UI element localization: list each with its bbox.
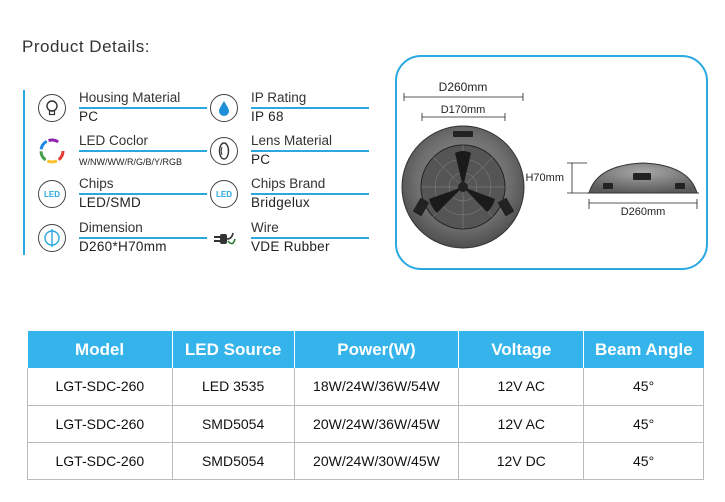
spec-label: LED Coclor	[79, 133, 149, 148]
cell-voltage: 12V AC	[458, 368, 585, 406]
cell-led-source: LED 3535	[172, 368, 295, 406]
cell-model: LGT-SDC-260	[27, 368, 173, 406]
spec-value: W/NW/WW/R/G/B/Y/RGB	[79, 157, 182, 167]
cell-model: LGT-SDC-260	[27, 442, 173, 480]
spec-underline	[79, 193, 207, 195]
spec-value: LED/SMD	[79, 195, 142, 210]
spec-led-color: LED Coclor W/NW/WW/R/G/B/Y/RGB	[38, 133, 218, 173]
spec-dimension: Dimension D260*H70mm	[38, 220, 218, 260]
spec-value: D260*H70mm	[79, 239, 167, 254]
spec-lens-material: Lens Material PC	[210, 133, 390, 173]
header-power: Power(W)	[294, 331, 460, 368]
spec-underline	[79, 150, 207, 152]
side-diameter-label: D260mm	[621, 206, 666, 218]
header-led-source: LED Source	[172, 331, 295, 368]
dimension-drawing: D260mm D170mm H70mm	[401, 80, 699, 249]
dimension-diagram-panel: D260mm D170mm H70mm	[395, 55, 708, 270]
cell-voltage: 12V DC	[458, 442, 585, 480]
spec-label: Lens Material	[251, 133, 333, 148]
spec-label: IP Rating	[251, 90, 307, 105]
spec-underline	[79, 237, 207, 239]
header-beam-angle: Beam Angle	[583, 331, 704, 368]
spec-label: Chips Brand	[251, 176, 326, 191]
spec-label: Dimension	[79, 220, 143, 235]
plug-icon	[210, 224, 238, 252]
spec-value: PC	[79, 109, 99, 124]
header-model: Model	[27, 331, 173, 368]
spec-label: Wire	[251, 220, 279, 235]
water-drop-icon	[210, 94, 238, 122]
spec-chips-brand: LED Chips Brand Bridgelux	[210, 176, 390, 216]
height-label: H70mm	[525, 172, 564, 184]
inner-diameter-label: D170mm	[441, 104, 486, 116]
page-title: Product Details:	[22, 37, 150, 56]
led-icon: LED	[210, 180, 238, 208]
spec-table: Model LED Source Power(W) Voltage Beam A…	[27, 331, 704, 480]
spec-label: Housing Material	[79, 90, 181, 105]
spec-wire: Wire VDE Rubber	[210, 220, 390, 260]
spec-underline	[251, 107, 369, 109]
spec-underline	[251, 237, 369, 239]
cell-led-source: SMD5054	[172, 405, 295, 443]
cell-power: 20W/24W/36W/45W	[294, 405, 460, 443]
dimension-icon	[38, 224, 66, 252]
outer-diameter-label: D260mm	[439, 80, 488, 94]
header-voltage: Voltage	[458, 331, 585, 368]
color-ring-icon	[38, 137, 66, 165]
bulb-icon	[38, 94, 66, 122]
lens-icon	[210, 137, 238, 165]
spec-value: VDE Rubber	[251, 239, 330, 254]
cell-voltage: 12V AC	[458, 405, 585, 443]
cell-beam-angle: 45°	[583, 442, 704, 480]
cell-beam-angle: 45°	[583, 405, 704, 443]
spec-housing-material: Housing Material PC	[38, 90, 218, 130]
spec-chips: LED Chips LED/SMD	[38, 176, 218, 216]
spec-value: PC	[251, 152, 271, 167]
table-row: LGT-SDC-260 SMD5054 20W/24W/30W/45W 12V …	[27, 442, 704, 480]
spec-underline	[251, 150, 369, 152]
spec-underline	[251, 193, 369, 195]
spec-ip-rating: IP Rating IP 68	[210, 90, 390, 130]
spec-label: Chips	[79, 176, 114, 191]
spec-value: IP 68	[251, 109, 284, 124]
spec-underline	[79, 107, 207, 109]
cell-power: 20W/24W/30W/45W	[294, 442, 460, 480]
led-icon-text: LED	[216, 189, 232, 199]
led-icon: LED	[38, 180, 66, 208]
cell-led-source: SMD5054	[172, 442, 295, 480]
led-icon-text: LED	[44, 189, 60, 199]
cell-power: 18W/24W/36W/54W	[294, 368, 460, 406]
cell-beam-angle: 45°	[583, 368, 704, 406]
table-row: LGT-SDC-260 LED 3535 18W/24W/36W/54W 12V…	[27, 368, 704, 406]
table-header-row: Model LED Source Power(W) Voltage Beam A…	[27, 331, 704, 368]
cell-model: LGT-SDC-260	[27, 405, 173, 443]
table-row: LGT-SDC-260 SMD5054 20W/24W/36W/45W 12V …	[27, 405, 704, 443]
accent-bar	[23, 90, 25, 255]
spec-value: Bridgelux	[251, 195, 310, 210]
